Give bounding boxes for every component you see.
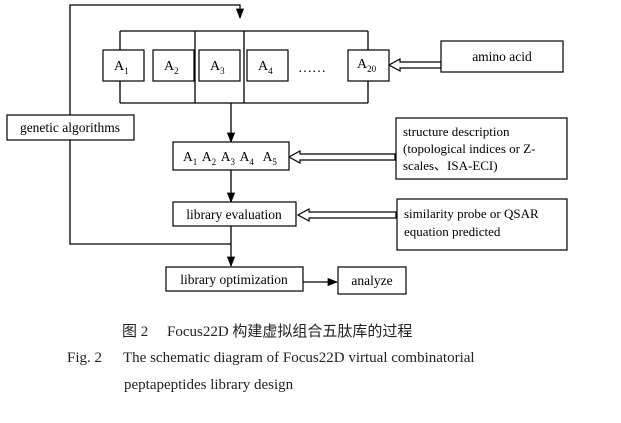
svg-text:(topological indices or Z-: (topological indices or Z- xyxy=(403,141,536,156)
svg-text:A2: A2 xyxy=(164,59,179,76)
svg-text:analyze: analyze xyxy=(351,273,392,288)
svg-text:library optimization: library optimization xyxy=(180,272,288,287)
node-a1: A1 xyxy=(102,49,145,82)
svg-text:A3: A3 xyxy=(210,59,225,76)
node-genetic-algorithms: genetic algorithms xyxy=(6,114,135,141)
node-structure-description: structure description (topological indic… xyxy=(395,117,568,180)
svg-text:A1: A1 xyxy=(114,59,129,76)
svg-text:structure description: structure description xyxy=(403,124,510,139)
node-library-optimization: library optimization xyxy=(165,266,304,292)
hollow-arrow-structure xyxy=(287,149,396,165)
svg-text:A1 A2 A3 A4: A1 A2 A3 A4 A5 xyxy=(183,149,277,168)
schematic-diagram: A1 A2 A3 A4 …… A20 amino acid genetic al… xyxy=(6,4,568,295)
node-selected-residues: A1 A2 A3 A4 A5 xyxy=(172,141,290,171)
svg-text:similarity probe or QSAR: similarity probe or QSAR xyxy=(404,206,539,221)
node-a4: A4 xyxy=(246,49,289,82)
svg-text:scales、ISA-ECI): scales、ISA-ECI) xyxy=(403,158,498,173)
node-library-evaluation: library evaluation xyxy=(172,201,297,227)
ellipsis: …… xyxy=(298,61,326,76)
svg-text:library evaluation: library evaluation xyxy=(186,207,282,222)
svg-text:equation predicted: equation predicted xyxy=(404,224,501,239)
caption-english-line2: peptapeptides library design xyxy=(124,377,294,393)
caption-chinese: 图 2 Focus22D 构建虚拟组合五肽库的过程 xyxy=(122,324,413,340)
figure-number: Fig. 2 xyxy=(67,350,103,366)
node-a20: A20 xyxy=(347,49,390,82)
svg-text:A4: A4 xyxy=(258,59,273,76)
node-analyze: analyze xyxy=(337,266,407,295)
hollow-arrow-amino xyxy=(387,57,442,73)
svg-text:genetic algorithms: genetic algorithms xyxy=(20,120,120,135)
feedback-bottom-line xyxy=(69,139,231,245)
node-a2: A2 xyxy=(152,49,195,82)
feedback-loop-line xyxy=(69,4,245,120)
svg-text:amino acid: amino acid xyxy=(472,49,532,64)
caption-english-text: The schematic diagram of Focus22D virtua… xyxy=(123,350,475,366)
hollow-arrows xyxy=(287,57,442,223)
hollow-arrow-similarity xyxy=(296,207,397,223)
caption-english-line1: Fig. 2 The schematic diagram of Focus22D … xyxy=(67,350,475,367)
svg-text:A20: A20 xyxy=(357,57,377,74)
node-similarity-probe: similarity probe or QSAR equation predic… xyxy=(396,198,568,251)
node-amino-acid: amino acid xyxy=(440,40,564,73)
amino-row: A1 A2 A3 A4 …… A20 xyxy=(102,49,390,82)
node-a3: A3 xyxy=(198,49,241,82)
